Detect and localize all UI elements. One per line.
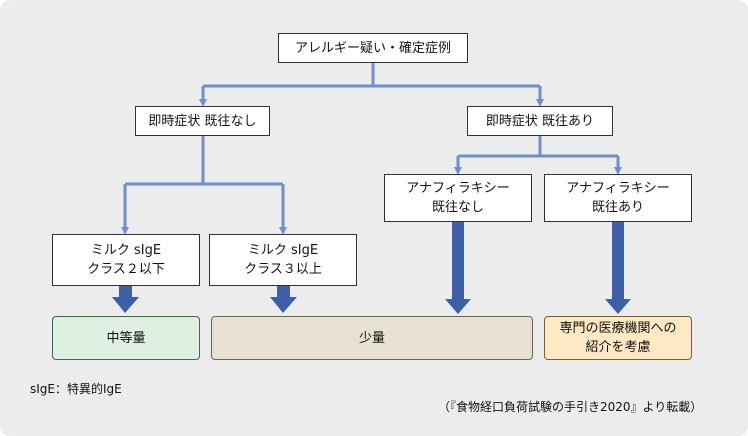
- thick-arrow-to-refer: [605, 222, 631, 314]
- outcome-refer: 専門の医療機関への 紹介を考慮: [544, 316, 692, 360]
- with-symptoms-node: 即時症状 既往あり: [467, 106, 613, 136]
- milk-class-high-node: ミルク sIgE クラス３以上: [209, 234, 357, 286]
- thick-arrow-to-small-1: [270, 286, 297, 313]
- no-anaphylaxis-node: アナフィラキシー 既往なし: [384, 174, 532, 222]
- thick-arrow-to-small-2: [445, 222, 471, 314]
- connector-root: [203, 63, 540, 88]
- with-anaphylaxis-node: アナフィラキシー 既往あり: [544, 174, 692, 222]
- root-node: アレルギー疑い・確定症例: [278, 33, 468, 63]
- footnote: sIgE：特異的IgE: [30, 382, 122, 396]
- thick-arrow-to-medium: [112, 286, 139, 313]
- outcome-medium: 中等量: [52, 316, 200, 360]
- outcome-small: 少量: [211, 316, 533, 360]
- no-symptoms-node: 即時症状 既往なし: [135, 106, 270, 136]
- connector-with-symptoms: [458, 136, 618, 158]
- source-citation: （『食物経口負荷試験の手引き2020』より転載）: [438, 400, 703, 414]
- connector-no-symptoms: [125, 136, 283, 186]
- milk-class-low-node: ミルク sIgE クラス２以下: [52, 234, 200, 286]
